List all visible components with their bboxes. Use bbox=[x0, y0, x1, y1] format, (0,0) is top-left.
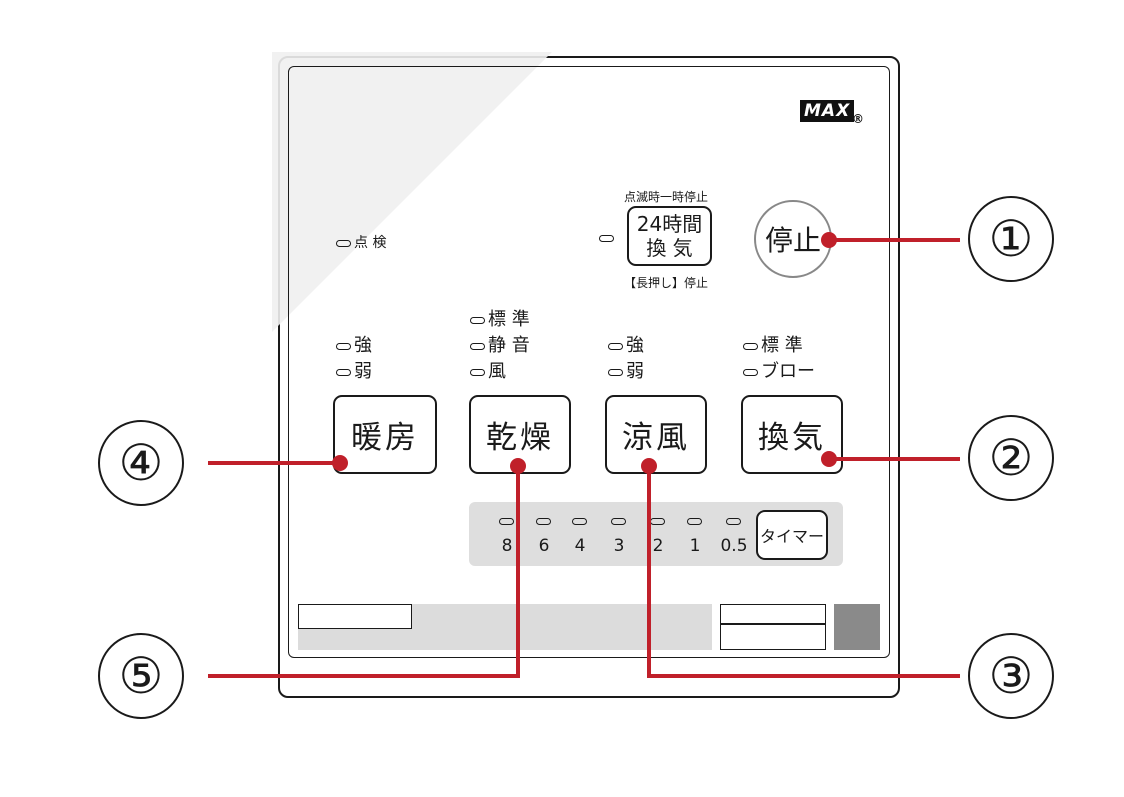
led-icon bbox=[608, 368, 623, 376]
callout-line-5 bbox=[208, 466, 520, 678]
timer-hour-label: 3 bbox=[613, 536, 625, 556]
registered-mark: ® bbox=[852, 112, 864, 126]
inspection-label: 点 検 bbox=[354, 235, 387, 251]
timer-led-3-icon bbox=[611, 518, 626, 525]
drying-mode-standard: 標 準 bbox=[470, 308, 530, 332]
led-icon bbox=[743, 368, 758, 376]
bottom-info-box bbox=[720, 604, 826, 650]
callout-5: ⑤ bbox=[98, 633, 184, 719]
heating-button[interactable]: 暖房 bbox=[333, 395, 437, 474]
timer-button[interactable]: タイマー bbox=[756, 510, 828, 560]
drying-mode-wind: 風 bbox=[470, 360, 506, 384]
timer-led-6-icon bbox=[536, 518, 551, 525]
timer-led-8-icon bbox=[499, 518, 514, 525]
timer-hour-label: 4 bbox=[574, 536, 586, 556]
cooling-mode-strong: 強 bbox=[608, 334, 644, 358]
led-icon bbox=[743, 342, 758, 350]
heating-mode-weak: 弱 bbox=[336, 360, 372, 384]
callout-dot-3 bbox=[641, 458, 657, 474]
timer-led-1-icon bbox=[687, 518, 702, 525]
ventilation24-button[interactable]: 24時間 換 気 bbox=[627, 206, 712, 266]
led-icon bbox=[470, 316, 485, 324]
ventilation-mode-blow: ブロー bbox=[743, 360, 815, 384]
callout-4: ④ bbox=[98, 420, 184, 506]
callout-dot-5 bbox=[510, 458, 526, 474]
ventilation24-line2: 換 気 bbox=[646, 236, 693, 260]
ventilation24-line1: 24時間 bbox=[636, 212, 703, 236]
callout-dot-1 bbox=[821, 232, 837, 248]
bottom-gray-patch bbox=[834, 604, 880, 650]
ventilation24-bottom-note: 【長押し】停止 bbox=[624, 276, 709, 290]
ventilation-mode-standard: 標 準 bbox=[743, 334, 803, 358]
cooling-button[interactable]: 涼風 bbox=[605, 395, 707, 474]
led-icon bbox=[470, 368, 485, 376]
stop-button[interactable]: 停止 bbox=[754, 200, 832, 278]
control-panel-face bbox=[288, 66, 890, 658]
timer-led-05-icon bbox=[726, 518, 741, 525]
timer-hour-label: 0.5 bbox=[720, 536, 748, 556]
timer-hour-label: 6 bbox=[538, 536, 550, 556]
ventilation24-top-note: 点滅時一時停止 bbox=[624, 190, 709, 204]
callout-3: ③ bbox=[968, 633, 1054, 719]
timer-hour-label: 1 bbox=[689, 536, 701, 556]
inspection-led-icon bbox=[336, 239, 351, 247]
callout-line-3 bbox=[647, 466, 960, 678]
callout-dot-2 bbox=[821, 451, 837, 467]
callout-2: ② bbox=[968, 415, 1054, 501]
timer-led-4-icon bbox=[572, 518, 587, 525]
led-icon bbox=[336, 342, 351, 350]
bottom-label-box bbox=[298, 604, 412, 629]
led-icon bbox=[336, 368, 351, 376]
callout-dot-4 bbox=[332, 455, 348, 471]
timer-hour-label: 2 bbox=[652, 536, 664, 556]
drying-mode-quiet: 静 音 bbox=[470, 334, 530, 358]
heating-mode-strong: 強 bbox=[336, 334, 372, 358]
timer-hour-label: 8 bbox=[501, 536, 513, 556]
callout-1: ① bbox=[968, 196, 1054, 282]
led-icon bbox=[608, 342, 623, 350]
cooling-mode-weak: 弱 bbox=[608, 360, 644, 384]
ventilation24-led-icon bbox=[599, 235, 614, 242]
ventilation-button[interactable]: 換気 bbox=[741, 395, 843, 474]
led-icon bbox=[470, 342, 485, 350]
inspection-indicator: 点 検 bbox=[336, 232, 386, 252]
panel-glare bbox=[272, 52, 552, 332]
max-logo: MAX bbox=[800, 100, 855, 122]
